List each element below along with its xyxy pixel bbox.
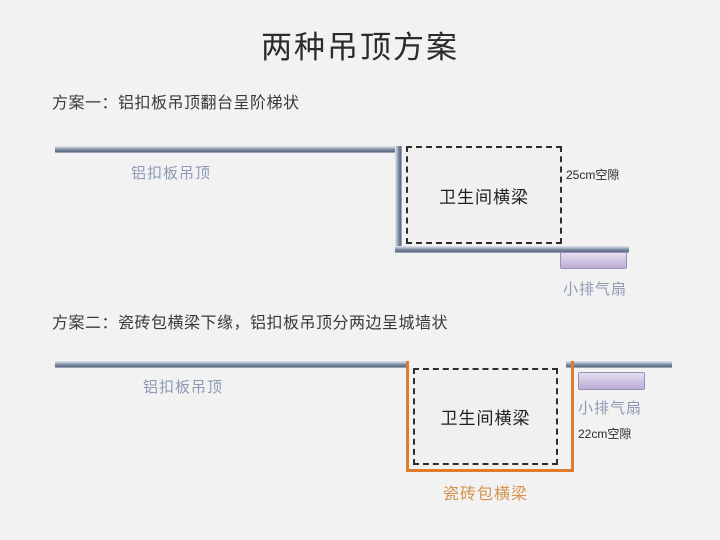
plan-one-exhaust-fan-label: 小排气扇	[563, 282, 628, 298]
plan-two-gap-label: 22cm空隙	[578, 427, 632, 441]
plan-one-heading: 方案一：铝扣板吊顶翻台呈阶梯状	[52, 95, 300, 112]
plan-two-tile-wrap-label: 瓷砖包横梁	[443, 486, 529, 503]
plan-one-beam-box: 卫生间横梁	[406, 146, 562, 244]
plan-two-exhaust-fan-shape	[578, 372, 645, 390]
plan-two-ceiling-label: 铝扣板吊顶	[143, 380, 224, 396]
plan-one-upper-ceiling-line	[55, 146, 400, 153]
plan-one-gap-label: 25cm空隙	[566, 168, 620, 182]
plan-two-heading: 方案二：瓷砖包横梁下缘，铝扣板吊顶分两边呈城墙状	[52, 315, 449, 332]
plan-one-ceiling-riser-line	[395, 146, 402, 246]
plan-one-exhaust-fan-shape	[560, 252, 627, 269]
plan-two-left-ceiling-line	[55, 361, 408, 368]
plan-two-exhaust-fan-label: 小排气扇	[578, 401, 643, 417]
plan-two-right-ceiling-line	[566, 361, 672, 368]
plan-two-beam-label: 卫生间横梁	[440, 409, 531, 428]
page-title: 两种吊顶方案	[261, 30, 459, 65]
plan-two-beam-box: 卫生间横梁	[413, 368, 558, 465]
plan-one-ceiling-label: 铝扣板吊顶	[131, 166, 212, 182]
plan-one-beam-label: 卫生间横梁	[439, 187, 529, 207]
plan-two-tile-wrap-bracket	[406, 361, 574, 472]
plan-one-lower-ceiling-line	[395, 246, 629, 253]
